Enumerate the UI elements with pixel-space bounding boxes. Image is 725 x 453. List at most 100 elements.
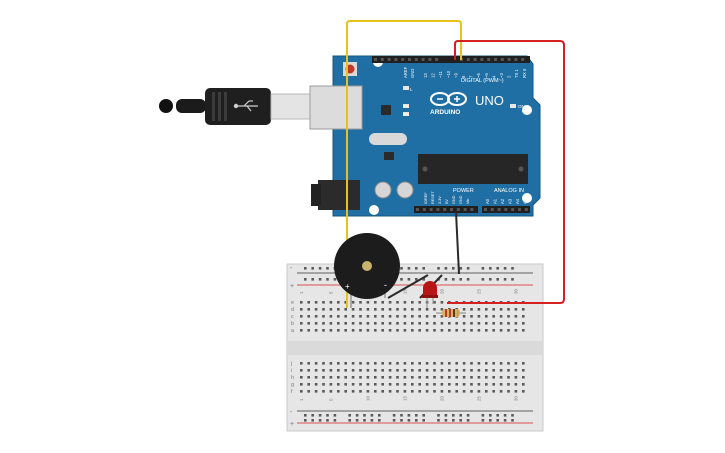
breadboard-hole[interactable] [359, 369, 362, 372]
breadboard-hole[interactable] [396, 362, 399, 365]
breadboard-hole[interactable] [492, 315, 495, 318]
header-pin[interactable] [428, 58, 432, 61]
breadboard-hole[interactable] [411, 329, 414, 332]
breadboard-hole[interactable] [470, 308, 473, 311]
breadboard-hole[interactable] [351, 390, 355, 393]
breadboard-hole[interactable] [329, 369, 333, 372]
breadboard-hole[interactable] [514, 362, 518, 365]
resistor[interactable] [436, 309, 466, 317]
breadboard-hole[interactable] [422, 278, 425, 281]
breadboard-hole[interactable] [418, 362, 421, 365]
header-pin[interactable] [421, 58, 425, 61]
breadboard-hole[interactable] [440, 315, 444, 318]
header-pin[interactable] [450, 208, 453, 211]
breadboard-hole[interactable] [507, 308, 510, 311]
breadboard-hole[interactable] [496, 414, 499, 417]
breadboard-hole[interactable] [307, 329, 310, 332]
breadboard-hole[interactable] [370, 414, 374, 417]
breadboard-hole[interactable] [477, 308, 481, 311]
header-pin[interactable] [484, 208, 487, 211]
breadboard-hole[interactable] [499, 369, 503, 372]
breadboard-hole[interactable] [455, 383, 458, 386]
breadboard-hole[interactable] [344, 362, 347, 365]
breadboard-hole[interactable] [470, 315, 473, 318]
breadboard-hole[interactable] [440, 308, 444, 311]
breadboard-hole[interactable] [514, 369, 518, 372]
breadboard-hole[interactable] [326, 278, 329, 281]
breadboard-hole[interactable] [511, 267, 514, 270]
breadboard-hole[interactable] [381, 383, 384, 386]
breadboard-hole[interactable] [304, 419, 307, 422]
breadboard-hole[interactable] [381, 376, 384, 379]
breadboard-hole[interactable] [411, 301, 414, 304]
breadboard-hole[interactable] [322, 322, 325, 325]
breadboard-hole[interactable] [489, 419, 492, 422]
header-pin[interactable] [429, 208, 433, 211]
breadboard-hole[interactable] [329, 390, 333, 393]
breadboard-hole[interactable] [433, 301, 436, 304]
breadboard-hole[interactable] [433, 322, 436, 325]
breadboard-hole[interactable] [444, 267, 448, 270]
breadboard-hole[interactable] [499, 362, 503, 365]
breadboard-hole[interactable] [351, 301, 355, 304]
header-pin[interactable] [487, 58, 491, 61]
breadboard-hole[interactable] [448, 329, 451, 332]
breadboard-hole[interactable] [300, 308, 303, 311]
breadboard-hole[interactable] [477, 329, 481, 332]
breadboard-hole[interactable] [322, 308, 325, 311]
breadboard-hole[interactable] [455, 390, 458, 393]
breadboard-hole[interactable] [411, 369, 414, 372]
breadboard-hole[interactable] [459, 278, 462, 281]
breadboard-hole[interactable] [466, 414, 470, 417]
breadboard-hole[interactable] [470, 322, 473, 325]
breadboard-hole[interactable] [400, 267, 403, 270]
breadboard-hole[interactable] [318, 414, 322, 417]
breadboard-hole[interactable] [388, 362, 392, 365]
breadboard-hole[interactable] [396, 383, 399, 386]
breadboard-hole[interactable] [503, 414, 507, 417]
breadboard-hole[interactable] [359, 308, 362, 311]
breadboard-hole[interactable] [359, 315, 362, 318]
breadboard-hole[interactable] [304, 414, 307, 417]
breadboard-hole[interactable] [396, 301, 399, 304]
breadboard-hole[interactable] [492, 308, 495, 311]
breadboard-hole[interactable] [455, 369, 458, 372]
breadboard-hole[interactable] [514, 322, 518, 325]
breadboard-hole[interactable] [337, 376, 340, 379]
breadboard-hole[interactable] [363, 419, 366, 422]
breadboard-hole[interactable] [425, 390, 429, 393]
breadboard-hole[interactable] [307, 390, 310, 393]
breadboard-hole[interactable] [507, 322, 510, 325]
breadboard-hole[interactable] [522, 376, 525, 379]
breadboard-hole[interactable] [481, 278, 485, 281]
breadboard-hole[interactable] [418, 369, 421, 372]
breadboard-hole[interactable] [300, 362, 303, 365]
breadboard-hole[interactable] [307, 301, 310, 304]
breadboard-hole[interactable] [485, 322, 488, 325]
breadboard-hole[interactable] [503, 267, 507, 270]
breadboard-hole[interactable] [300, 315, 303, 318]
breadboard-hole[interactable] [407, 414, 411, 417]
breadboard-hole[interactable] [403, 362, 407, 365]
breadboard-hole[interactable] [448, 390, 451, 393]
breadboard-hole[interactable] [337, 315, 340, 318]
breadboard-hole[interactable] [374, 390, 377, 393]
breadboard-hole[interactable] [333, 419, 337, 422]
breadboard-hole[interactable] [411, 308, 414, 311]
breadboard-hole[interactable] [314, 390, 318, 393]
header-pin[interactable] [435, 58, 439, 61]
breadboard-hole[interactable] [381, 315, 384, 318]
breadboard-hole[interactable] [489, 414, 492, 417]
breadboard-hole[interactable] [396, 329, 399, 332]
breadboard-hole[interactable] [381, 322, 384, 325]
breadboard-hole[interactable] [322, 329, 325, 332]
breadboard-hole[interactable] [448, 383, 451, 386]
breadboard-hole[interactable] [366, 322, 370, 325]
breadboard-hole[interactable] [388, 390, 392, 393]
breadboard-hole[interactable] [374, 315, 377, 318]
breadboard-hole[interactable] [374, 362, 377, 365]
breadboard-hole[interactable] [418, 329, 421, 332]
breadboard-hole[interactable] [329, 315, 333, 318]
breadboard-hole[interactable] [307, 315, 310, 318]
breadboard-hole[interactable] [455, 376, 458, 379]
